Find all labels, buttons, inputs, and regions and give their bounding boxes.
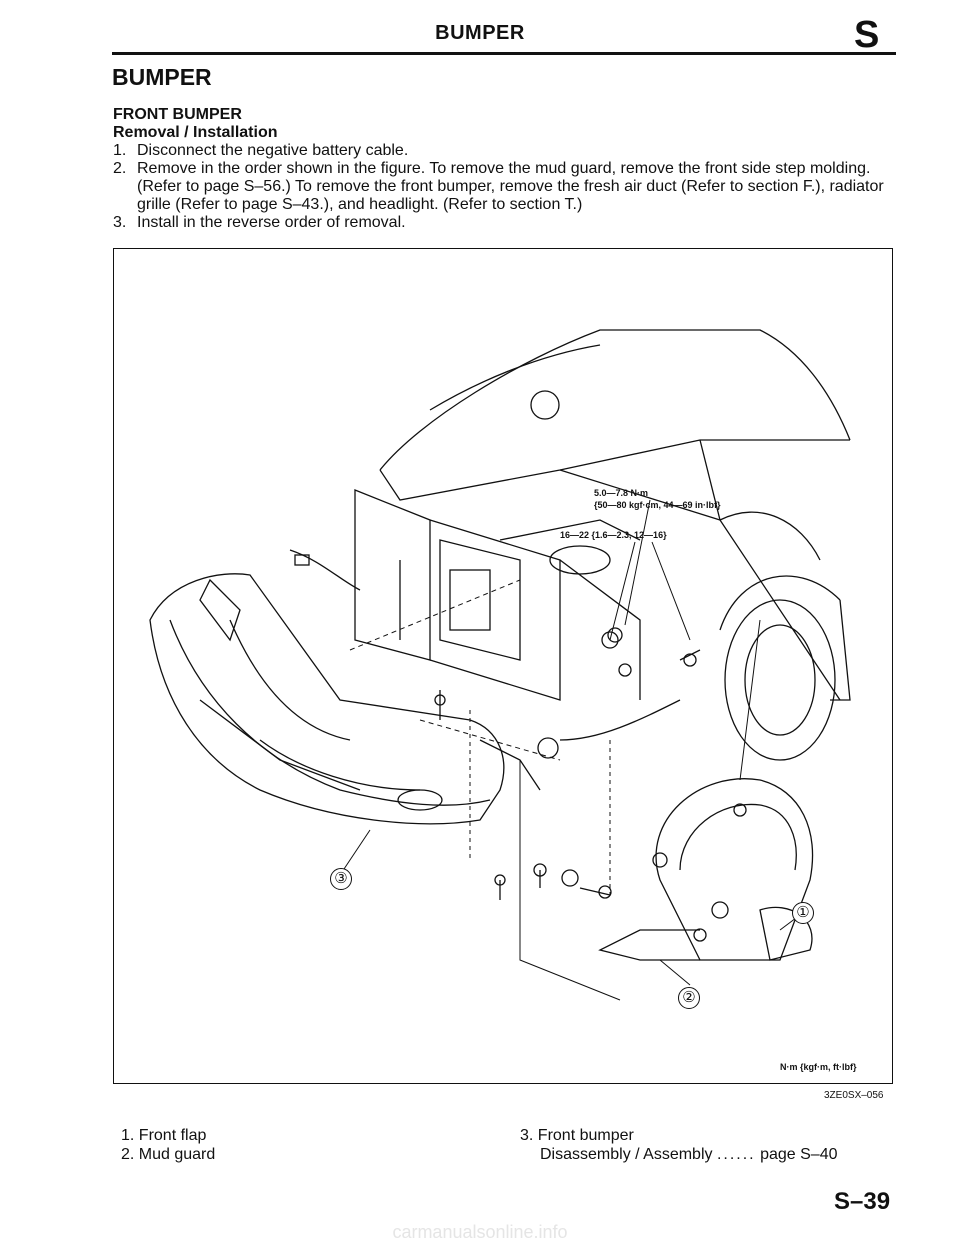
figure-code: 3ZE0SX–056 [824, 1090, 884, 1101]
legend-subitem-label: Disassembly / Assembly [540, 1146, 713, 1163]
step-text: Disconnect the negative battery cable. [137, 142, 409, 159]
legend-subitem: Disassembly / Assembly ...... page S–40 [520, 1145, 837, 1164]
step-item: 3. Install in the reverse order of remov… [113, 214, 903, 232]
torque-units-note: N·m {kgf·m, ft·lbf} [780, 1062, 857, 1072]
legend-item-front-flap: 1. Front flap [121, 1127, 207, 1144]
section-title: BUMPER [112, 64, 212, 90]
mounting-bolts [434, 627, 701, 900]
leader-lines [339, 499, 801, 1001]
figure-frame [113, 248, 893, 1084]
front-bumper-part [149, 573, 541, 825]
wiring-harness [289, 549, 681, 741]
step-item: 2. Remove in the order shown in the figu… [113, 160, 903, 214]
header-rule [112, 52, 896, 55]
legend-subitem-leader: ...... [716, 1146, 756, 1163]
callout-3: ③ [330, 868, 352, 890]
mud-guard-part [598, 778, 814, 961]
legend-item-mud-guard: 2. Mud guard [121, 1146, 216, 1163]
radiator-support [354, 489, 641, 759]
step-text: Remove in the order shown in the figure.… [137, 160, 884, 213]
watermark: carmanualsonline.info [392, 1222, 568, 1242]
header-section-letter: S [854, 14, 880, 56]
step-text: Install in the reverse order of removal. [137, 214, 406, 231]
subsection-title: FRONT BUMPER [113, 106, 242, 123]
steps-list: 1. Disconnect the negative battery cable… [113, 142, 903, 232]
legend-right: 3. Front bumper Disassembly / Assembly .… [520, 1126, 837, 1164]
callout-2: ② [678, 987, 700, 1009]
page-number: S–39 [834, 1188, 891, 1215]
step-number: 2. [113, 160, 127, 177]
torque-spec-1-line1: 5.0—7.8 N·m [594, 488, 649, 498]
vehicle-body-outline [379, 329, 851, 701]
step-item: 1. Disconnect the negative battery cable… [113, 142, 903, 160]
legend-item-front-bumper: 3. Front bumper [520, 1127, 634, 1144]
legend-subitem-ref[interactable]: page S–40 [760, 1146, 838, 1163]
callout-1: ① [792, 902, 814, 924]
legend-left: 1. Front flap 2. Mud guard [121, 1126, 215, 1164]
header-title: BUMPER [435, 22, 525, 44]
subheading: Removal / Installation [113, 124, 278, 141]
torque-spec-1-line2: {50—80 kgf·cm, 44—69 in·lbf} [594, 500, 721, 510]
torque-spec-2: 16—22 {1.6—2.3, 12—16} [560, 530, 667, 540]
front-wheel [719, 575, 851, 761]
step-number: 3. [113, 214, 127, 231]
step-number: 1. [113, 142, 127, 159]
